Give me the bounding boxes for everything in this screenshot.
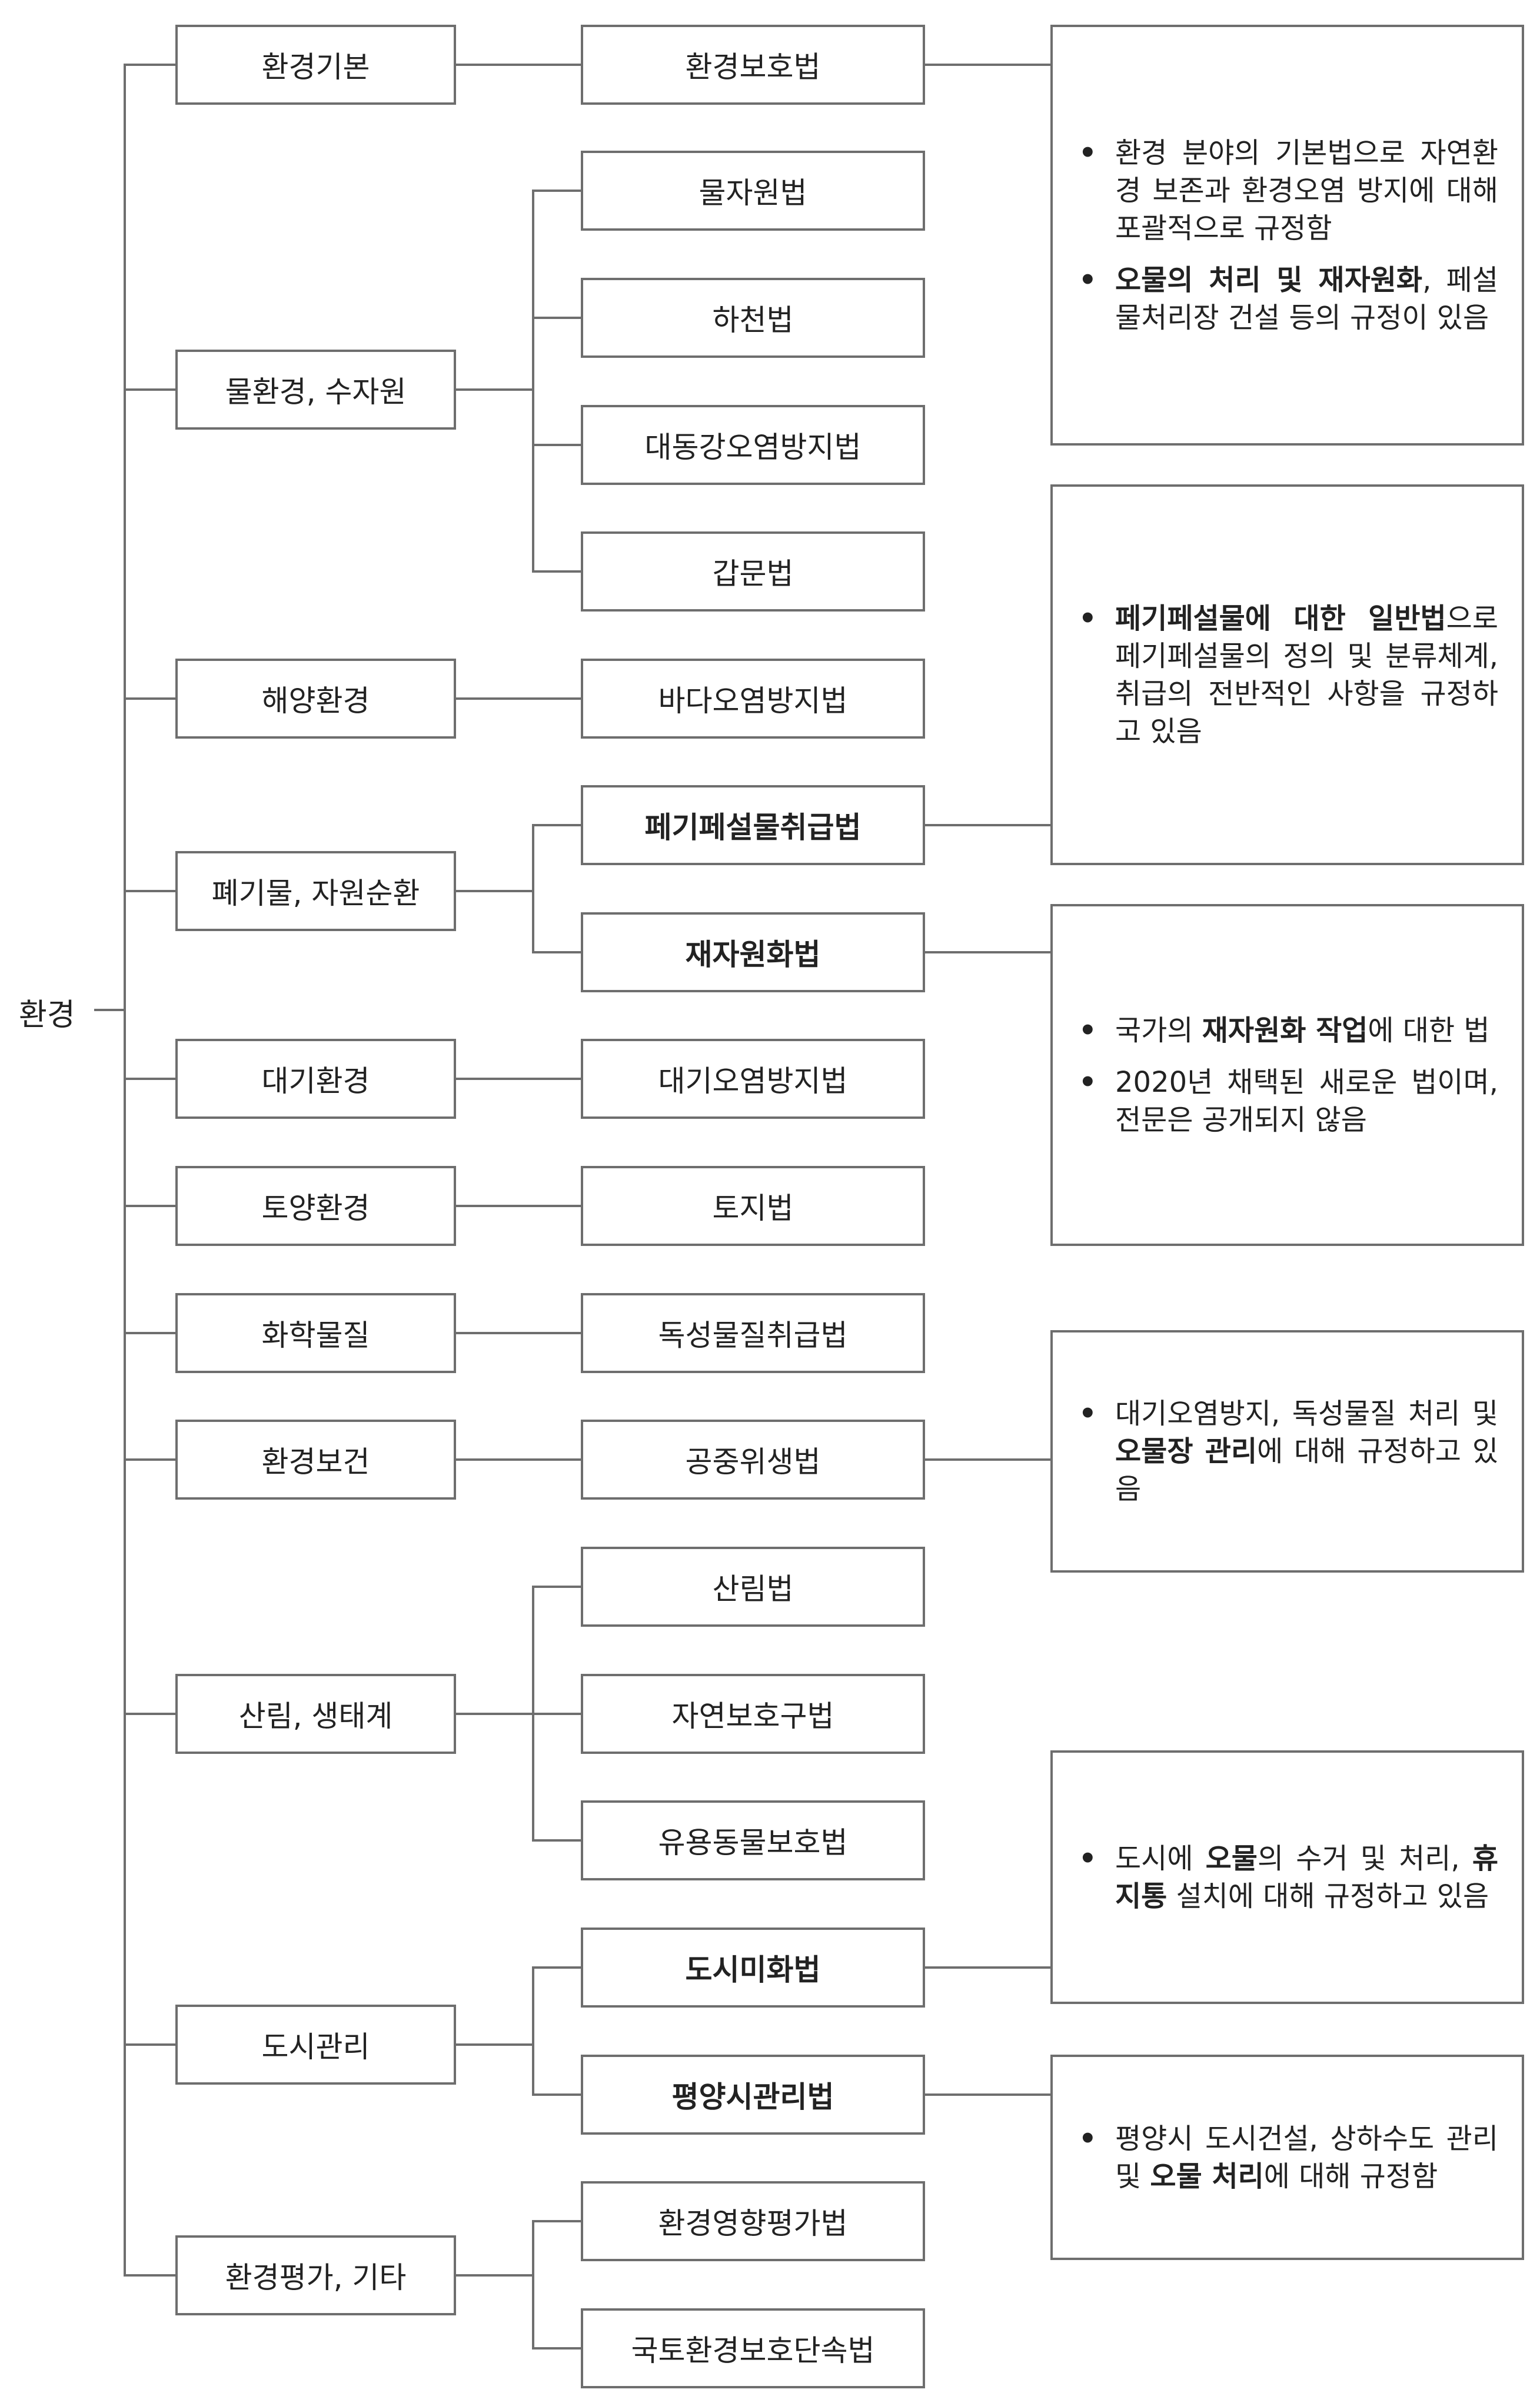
note-bullet: • 페기페설물에 대한 일반법으로 페기페설물의 정의 및 분류체계, 취급의 전… [1077, 600, 1498, 750]
bullet-dot-icon: • [1079, 2122, 1097, 2155]
bullet-dot-icon: • [1079, 1397, 1097, 1430]
note-bullet: • 대기오염방지, 독성물질 처리 및 오물장 관리에 대해 규정하고 있음 [1077, 1395, 1498, 1508]
bullet-dot-icon: • [1079, 136, 1097, 170]
law-box: 토지법 [581, 1166, 925, 1246]
law-box: 환경영향평가법 [581, 2181, 925, 2261]
law-box: 대동강오염방지법 [581, 405, 925, 485]
note-box: • 대기오염방지, 독성물질 처리 및 오물장 관리에 대해 규정하고 있음 [1050, 1330, 1524, 1573]
bullet-dot-icon: • [1079, 602, 1097, 635]
law-box: 하천법 [581, 278, 925, 358]
note-bullet: • 환경 분야의 기본법으로 자연환경 보존과 환경오염 방지에 대해 포괄적으로… [1077, 134, 1498, 247]
law-box: 환경보호법 [581, 25, 925, 105]
root-node-environment: 환경 [19, 998, 75, 1033]
law-box: 공중위생법 [581, 1420, 925, 1500]
law-box: 물자원법 [581, 151, 925, 231]
law-box: 대기오염방지법 [581, 1039, 925, 1119]
note-box: • 페기페설물에 대한 일반법으로 페기페설물의 정의 및 분류체계, 취급의 전… [1050, 484, 1524, 865]
note-bullet-text: 국가의 재자원화 작업에 대한 법 [1115, 1013, 1490, 1047]
law-box-highlighted: 도시미화법 [581, 1928, 925, 2008]
category-water-resources: 물환경, 수자원 [175, 350, 456, 430]
category-waste-recycling: 폐기물, 자원순환 [175, 851, 456, 931]
category-forest-ecosystem: 산림, 생태계 [175, 1674, 456, 1754]
note-box: • 도시에 오물의 수거 및 처리, 휴지통 설치에 대해 규정하고 있음 [1050, 1750, 1524, 2004]
note-box: • 국가의 재자원화 작업에 대한 법 • 2020년 채택된 새로운 법이며, 전문… [1050, 904, 1524, 1246]
bullet-dot-icon: • [1079, 1013, 1097, 1047]
law-box: 독성물질취급법 [581, 1293, 925, 1373]
note-box: • 평양시 도시건설, 상하수도 관리 및 오물 처리에 대해 규정함 [1050, 2055, 1524, 2260]
law-box-highlighted: 평양시관리법 [581, 2055, 925, 2135]
law-box: 산림법 [581, 1547, 925, 1627]
category-marine-environment: 해양환경 [175, 659, 456, 739]
note-bullet: • 도시에 오물의 수거 및 처리, 휴지통 설치에 대해 규정하고 있음 [1077, 1840, 1498, 1915]
law-box: 갑문법 [581, 531, 925, 612]
category-environment-basic: 환경기본 [175, 25, 456, 105]
bullet-dot-icon: • [1079, 263, 1097, 297]
note-bullet-text: 평양시 도시건설, 상하수도 관리 및 오물 처리에 대해 규정함 [1115, 2122, 1498, 2193]
law-box-highlighted: 재자원화법 [581, 912, 925, 992]
note-bullet-text: 환경 분야의 기본법으로 자연환경 보존과 환경오염 방지에 대해 포괄적으로 … [1115, 136, 1498, 245]
category-assessment-other: 환경평가, 기타 [175, 2235, 456, 2315]
law-box: 바다오염방지법 [581, 659, 925, 739]
note-bullet-text: 대기오염방지, 독성물질 처리 및 오물장 관리에 대해 규정하고 있음 [1115, 1397, 1498, 1506]
note-bullet-text: 페기페설물에 대한 일반법으로 페기페설물의 정의 및 분류체계, 취급의 전반… [1115, 602, 1498, 748]
note-bullet-text: 2020년 채택된 새로운 법이며, 전문은 공개되지 않음 [1115, 1065, 1498, 1136]
category-environmental-health: 환경보건 [175, 1420, 456, 1500]
law-box-highlighted: 페기페설물취급법 [581, 785, 925, 865]
note-bullet: • 국가의 재자원화 작업에 대한 법 [1077, 1012, 1498, 1049]
note-bullet: • 2020년 채택된 새로운 법이며, 전문은 공개되지 않음 [1077, 1064, 1498, 1139]
bullet-dot-icon: • [1079, 1842, 1097, 1875]
note-bullet: • 평양시 도시건설, 상하수도 관리 및 오물 처리에 대해 규정함 [1077, 2120, 1498, 2195]
bullet-dot-icon: • [1079, 1065, 1097, 1099]
category-chemicals: 화학물질 [175, 1293, 456, 1373]
note-bullet-text: 도시에 오물의 수거 및 처리, 휴지통 설치에 대해 규정하고 있음 [1115, 1842, 1498, 1913]
category-soil-environment: 토양환경 [175, 1166, 456, 1246]
law-box: 국토환경보호단속법 [581, 2308, 925, 2388]
category-air-environment: 대기환경 [175, 1039, 456, 1119]
note-bullet: • 오물의 처리 및 재자원화, 페설물처리장 건설 등의 규정이 있음 [1077, 261, 1498, 337]
law-box: 자연보호구법 [581, 1674, 925, 1754]
note-box: • 환경 분야의 기본법으로 자연환경 보존과 환경오염 방지에 대해 포괄적으로… [1050, 25, 1524, 446]
note-bullet-text: 오물의 처리 및 재자원화, 페설물처리장 건설 등의 규정이 있음 [1115, 263, 1499, 334]
law-box: 유용동물보호법 [581, 1800, 925, 1880]
category-urban-management: 도시관리 [175, 2005, 456, 2085]
